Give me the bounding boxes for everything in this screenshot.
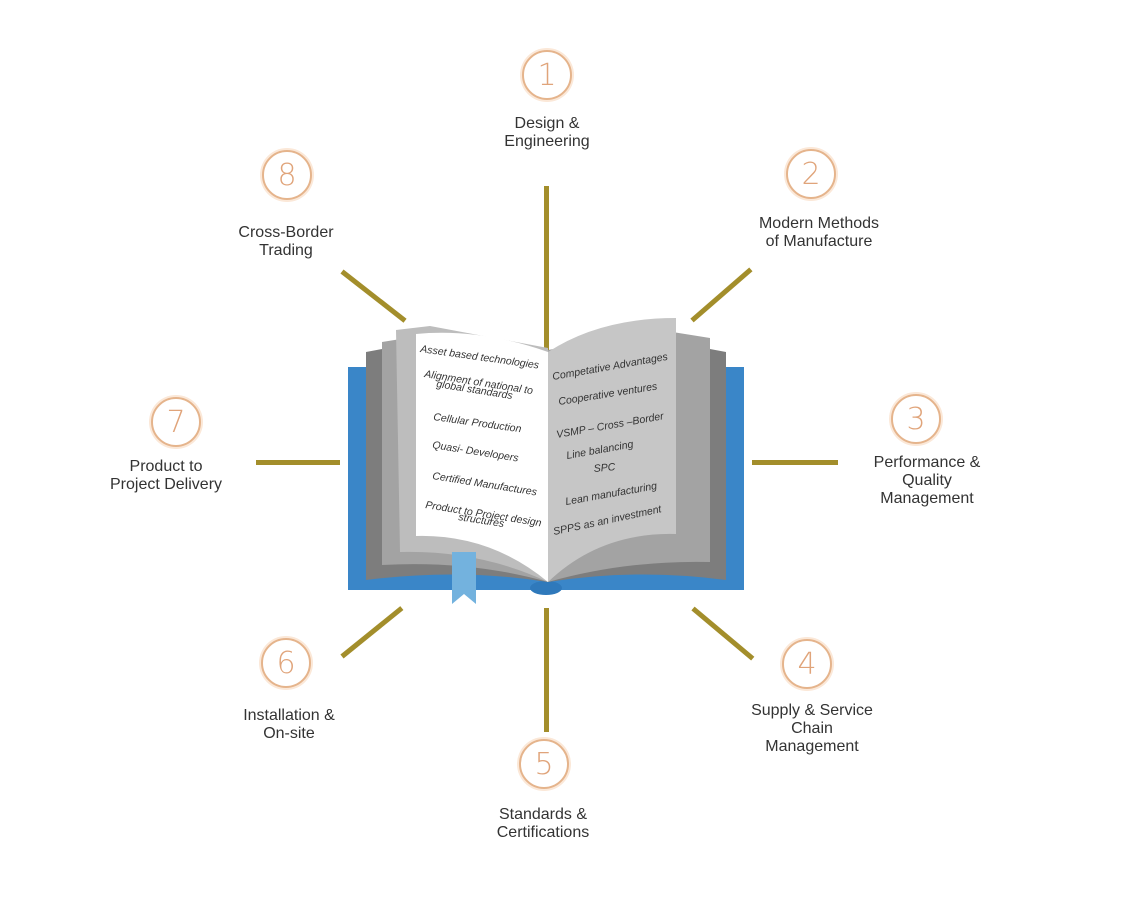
badge-4: 4 bbox=[782, 639, 832, 689]
badge-7-number: 7 bbox=[166, 404, 186, 440]
badge-5-number: 5 bbox=[534, 746, 554, 782]
badge-3-number: 3 bbox=[906, 401, 926, 437]
badge-8-number: 8 bbox=[277, 157, 297, 193]
badge-3: 3 bbox=[891, 394, 941, 444]
badge-5: 5 bbox=[519, 739, 569, 789]
right-curled-page bbox=[548, 318, 676, 582]
badge-1-number: 1 bbox=[537, 57, 557, 93]
label-1: Design & Engineering bbox=[504, 115, 590, 150]
left-white-page bbox=[416, 332, 548, 582]
badge-4-number: 4 bbox=[797, 646, 817, 682]
badge-6-number: 6 bbox=[276, 645, 296, 681]
right-page-line-5: SPC bbox=[593, 461, 616, 475]
label-7: Product to Project Delivery bbox=[109, 458, 223, 493]
badge-6: 6 bbox=[261, 638, 311, 688]
badge-2-number: 2 bbox=[801, 156, 821, 192]
badge-2: 2 bbox=[786, 149, 836, 199]
ray-7 bbox=[256, 460, 340, 465]
badge-8: 8 bbox=[262, 150, 312, 200]
label-8: Cross-Border Trading bbox=[238, 224, 334, 259]
label-3: Performance & Quality Management bbox=[873, 454, 981, 507]
label-6: Installation & On-site bbox=[243, 707, 335, 742]
badge-7: 7 bbox=[151, 397, 201, 447]
book-spine-bottom bbox=[530, 581, 562, 595]
label-4: Supply & Service Chain Management bbox=[751, 702, 873, 755]
bookmark-ribbon bbox=[452, 552, 476, 604]
ray-3 bbox=[752, 460, 838, 465]
label-5: Standards & Certifications bbox=[496, 806, 590, 841]
badge-1: 1 bbox=[522, 50, 572, 100]
label-2: Modern Methods of Manufacture bbox=[758, 215, 880, 250]
